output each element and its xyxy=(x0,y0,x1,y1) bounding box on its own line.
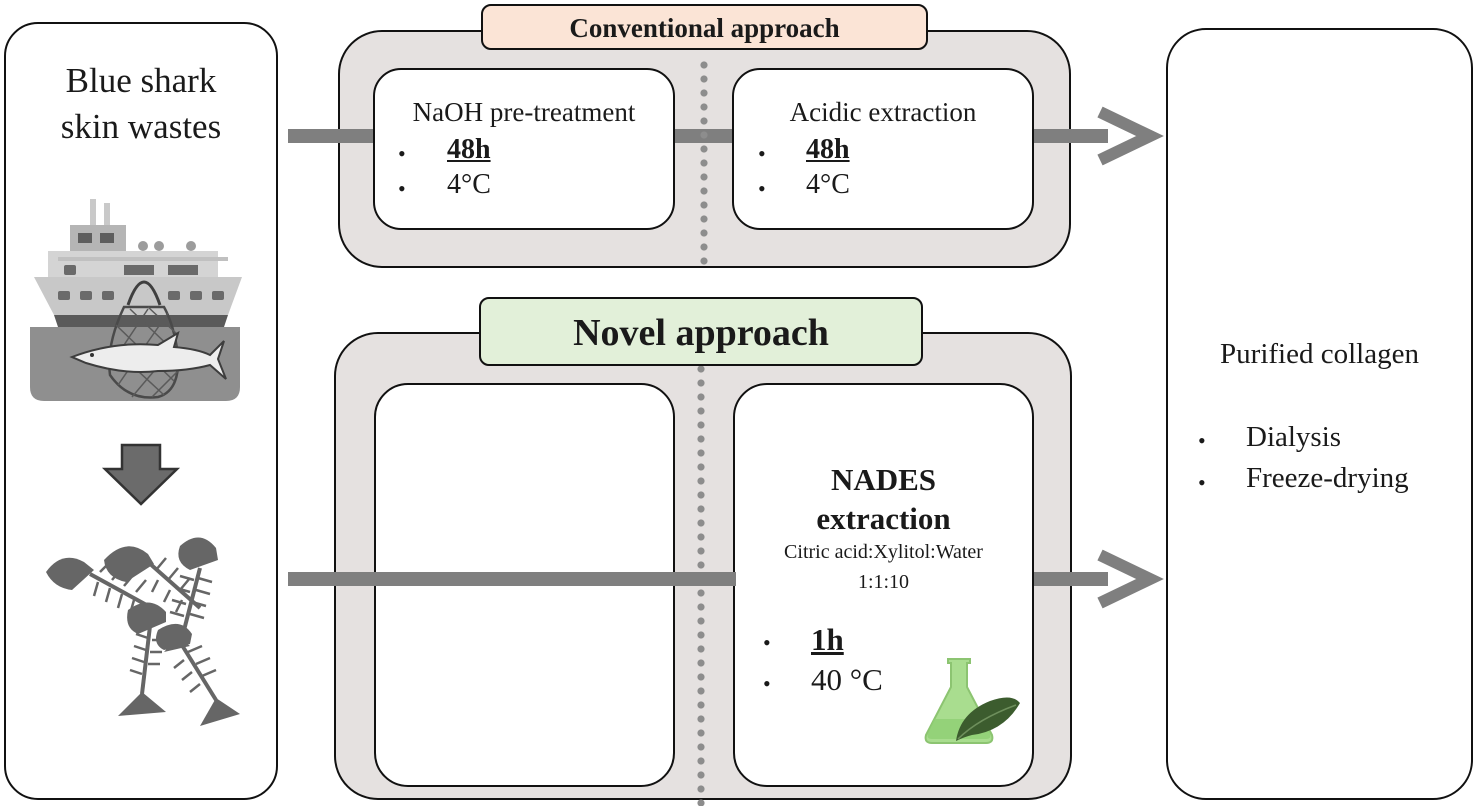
step2-time-bullet: • xyxy=(758,141,766,166)
source-panel xyxy=(4,22,278,800)
conventional-divider xyxy=(700,58,708,270)
acidic-extraction-card xyxy=(732,68,1034,230)
down-arrow-icon xyxy=(101,443,181,506)
step1-time: 48h xyxy=(447,134,491,165)
novel-time: 1h xyxy=(811,622,844,657)
nades-solvent: Citric acid:Xylitol:Water xyxy=(784,541,983,563)
step1-temp-bullet: • xyxy=(398,176,406,201)
naoh-pretreatment-card xyxy=(373,68,675,230)
freeze-drying-bullet: • xyxy=(1198,470,1206,495)
nades-title-line1: NADES xyxy=(830,462,937,497)
purified-collagen-title: Purified collagen xyxy=(1220,338,1419,370)
result-panel xyxy=(1166,28,1473,800)
nades-ratio: 1:1:10 xyxy=(857,571,910,593)
fish-skeleton-icon xyxy=(46,537,240,726)
nades-title-line2: extraction xyxy=(816,501,951,536)
dialysis-step: Dialysis xyxy=(1246,421,1342,453)
dialysis-bullet: • xyxy=(1198,428,1206,453)
step1-time-bullet: • xyxy=(398,141,406,166)
novel-arrow-head xyxy=(1097,549,1164,609)
novel-output-arrow xyxy=(1034,572,1108,586)
acidic-extraction-title: Acidic extraction xyxy=(789,97,977,127)
fishing-boat-icon xyxy=(30,199,242,401)
step2-time: 48h xyxy=(806,134,850,165)
novel-temp: 40 °C xyxy=(811,662,883,697)
conventional-arrow-head xyxy=(1097,106,1164,166)
conventional-approach-label: Conventional approach xyxy=(481,4,928,50)
novel-approach-label: Novel approach xyxy=(479,297,923,366)
naoh-pretreatment-title: NaOH pre-treatment xyxy=(412,97,636,127)
step2-temp-bullet: • xyxy=(758,176,766,201)
novel-time-bullet: • xyxy=(763,630,771,655)
step1-temp: 4°C xyxy=(447,169,491,200)
source-title: Blue shark skin wastes xyxy=(60,61,222,146)
step2-temp: 4°C xyxy=(806,169,850,200)
green-flask-icon xyxy=(924,658,1020,744)
novel-input-arrow xyxy=(288,572,736,586)
freeze-drying-step: Freeze-drying xyxy=(1246,462,1409,494)
novel-temp-bullet: • xyxy=(763,671,771,696)
